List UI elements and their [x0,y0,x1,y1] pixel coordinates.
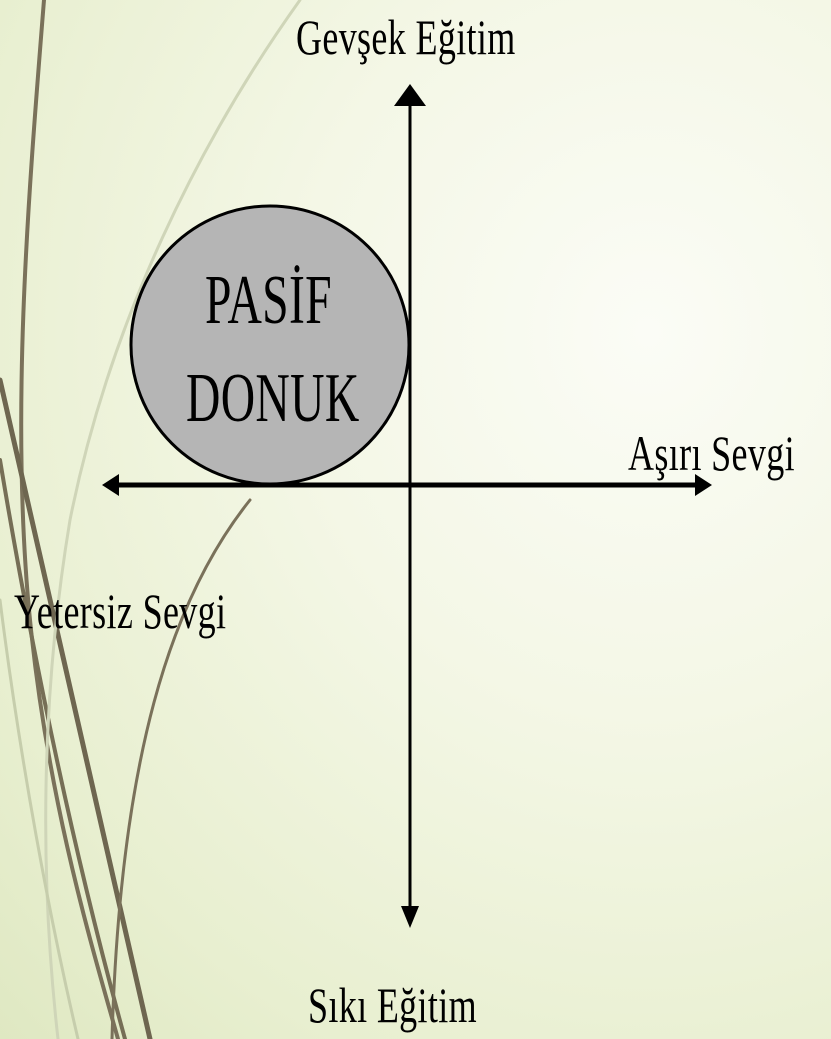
deco-curve [0,458,127,1039]
circle-label-pasif: PASİF [205,262,332,339]
deco-curve [44,0,302,1039]
deco-curve [110,498,252,1039]
arrow-up-icon [394,84,426,106]
deco-curve [0,377,153,1039]
label-asiri-sevgi: Aşırı Sevgi [628,425,795,481]
label-siki-egitim: Sıkı Eğitim [308,977,477,1033]
circle-label-donuk: DONUK [186,360,360,437]
quadrant-circle [129,204,411,486]
deco-curve [0,598,80,1039]
arrow-right-icon [695,474,712,496]
label-yetersiz-sevgi: Yetersiz Sevgi [14,583,227,639]
deco-curve [19,0,120,1039]
arrow-down-icon [401,906,419,928]
label-gevsek-egitim: Gevşek Eğitim [296,9,516,65]
arrow-left-icon [102,474,119,496]
